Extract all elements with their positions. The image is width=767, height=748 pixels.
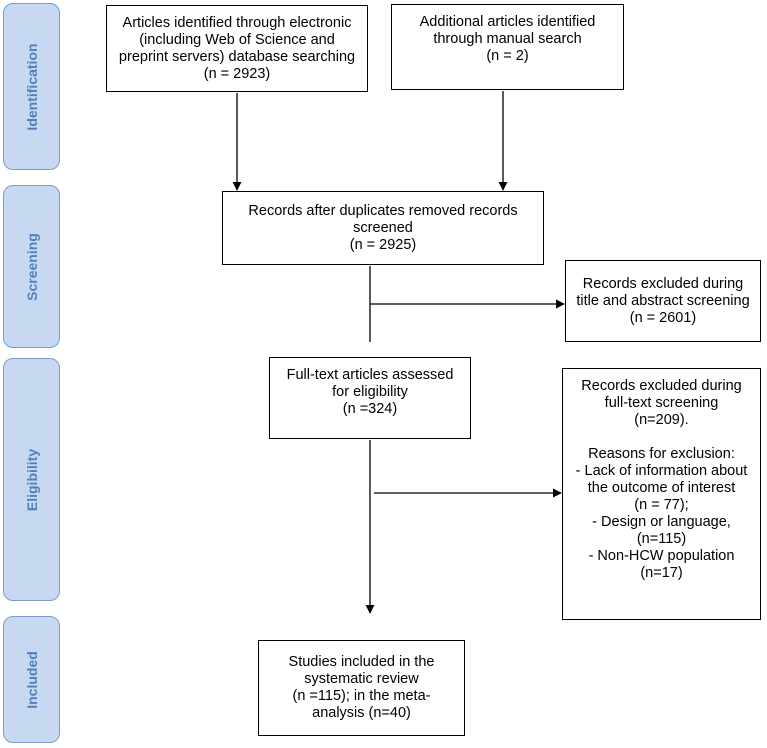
box-line: through manual search: [433, 31, 582, 47]
exclusion-reason: - Design or language,: [592, 514, 731, 530]
box-line: (including Web of Science and: [139, 31, 335, 48]
exclusion-reason: - Non-HCW population: [588, 548, 735, 564]
box-line: Additional articles identified: [419, 14, 596, 30]
box-line: (n =115); in the meta-: [292, 688, 431, 704]
box-line: title and abstract screening: [576, 292, 750, 309]
box-line: preprint servers) database searching: [118, 48, 356, 65]
phase-included: Included: [3, 616, 60, 743]
box-line: (n = 2925): [349, 236, 417, 253]
fulltext-assessed-box: Full-text articles assessed for eligibil…: [269, 357, 471, 439]
exclusion-reason: Reasons for exclusion:: [588, 446, 735, 462]
exclusion-reason: the outcome of interest: [587, 480, 736, 496]
phase-eligibility: Eligibility: [3, 358, 60, 601]
box-line: Studies included in the: [288, 654, 435, 670]
studies-included-box: Studies included in the systematic revie…: [258, 640, 465, 736]
box-line: Records after duplicates removed records: [248, 202, 518, 219]
exclusion-reason: (n=17): [640, 565, 683, 581]
phase-screening: Screening: [3, 185, 60, 348]
box-line: systematic review: [304, 671, 419, 687]
box-line: (n = 2601): [629, 309, 697, 326]
manual-search-box: Additional articles identified through m…: [391, 4, 624, 90]
box-line: Records excluded during: [582, 275, 744, 292]
box-line: Articles identified through electronic: [122, 14, 352, 31]
box-line: (n =324): [342, 401, 398, 417]
exclusion-reason: (n = 77);: [634, 497, 689, 513]
box-line: Records excluded during: [581, 378, 742, 394]
box-line: analysis (n=40): [312, 705, 411, 721]
box-line: (n = 2923): [203, 65, 271, 82]
title-abstract-excluded-box: Records excluded during title and abstra…: [565, 260, 761, 342]
box-line: full-text screening: [604, 395, 719, 411]
box-line: (n = 2): [486, 48, 529, 64]
box-line: (n=209).: [634, 412, 689, 428]
box-line: Full-text articles assessed: [286, 367, 454, 383]
screened-records-box: Records after duplicates removed records…: [222, 191, 544, 265]
box-line: for eligibility: [332, 384, 408, 400]
exclusion-reason: - Lack of information about: [575, 463, 748, 479]
fulltext-excluded-box: Records excluded during full-text screen…: [562, 368, 761, 620]
box-line: screened: [353, 219, 413, 236]
phase-identification: Identification: [3, 3, 60, 170]
database-search-box: Articles identified through electronic (…: [106, 5, 368, 92]
exclusion-reason: (n=115): [636, 531, 687, 547]
